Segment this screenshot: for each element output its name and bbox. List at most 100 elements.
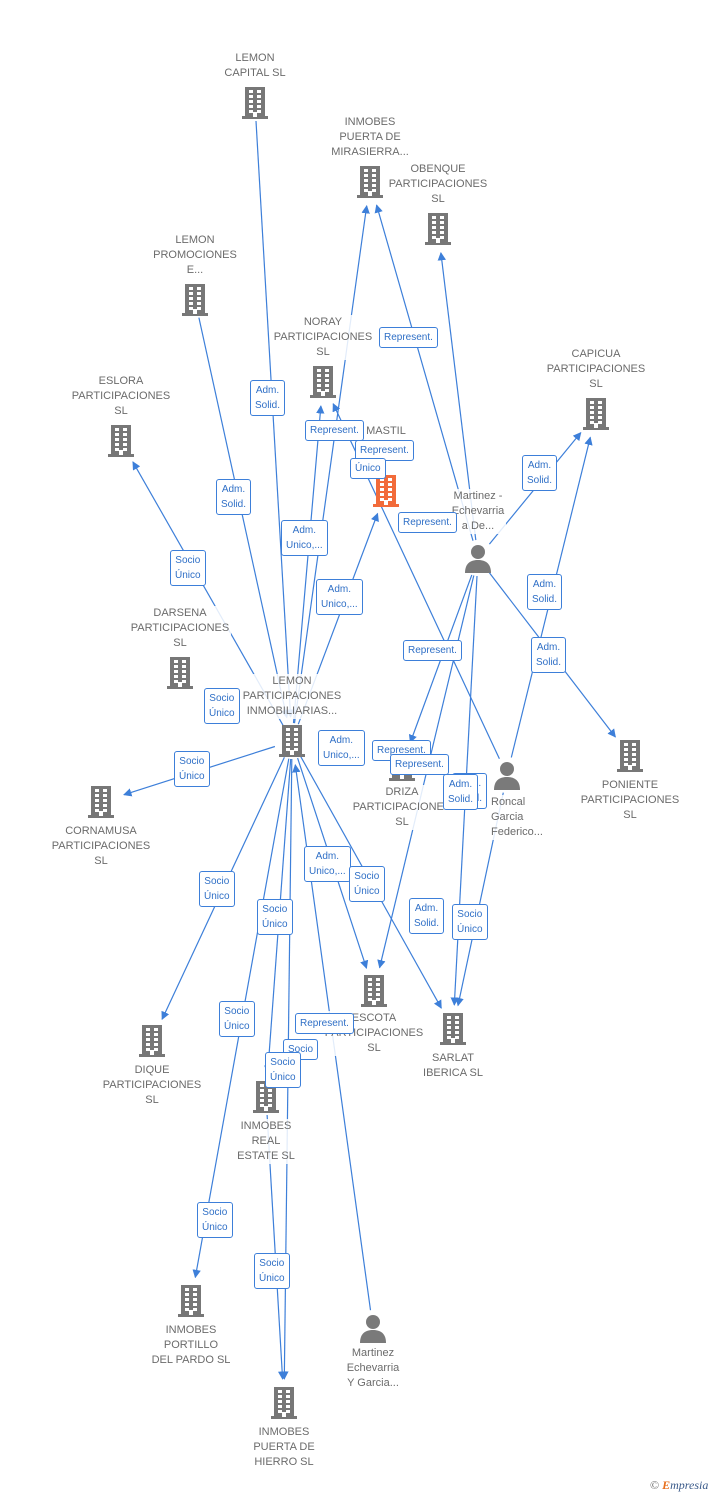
node-label-sarlat[interactable]: SARLAT IBERICA SL <box>388 1051 518 1081</box>
edge-label[interactable]: Represent. <box>390 754 449 775</box>
brand-name: mpresia <box>670 1478 709 1492</box>
node-label-dique[interactable]: DIQUE PARTICIPACIONES SL <box>87 1063 217 1108</box>
building-icon <box>167 657 193 689</box>
node-name: INMOBES REAL ESTATE SL <box>235 1119 297 1164</box>
edge-label[interactable]: Socio Único <box>199 871 235 907</box>
edge-label[interactable]: Adm. Solid. <box>531 637 567 673</box>
edge-label[interactable]: Socio Único <box>197 1202 233 1238</box>
building-icon <box>361 975 387 1007</box>
building-icon <box>425 213 451 245</box>
building-icon <box>357 166 383 198</box>
node-label-driza[interactable]: DRIZA PARTICIPACIONES SL <box>337 785 467 830</box>
person-icon <box>360 1315 386 1343</box>
edge-martinez_1-to-inmobes_mirasierra <box>374 204 474 541</box>
node-name: OBENQUE PARTICIPACIONES SL <box>386 162 490 207</box>
edge-label[interactable]: Adm. Unico,... <box>316 579 363 615</box>
edge-label[interactable]: Adm. Unico,... <box>318 730 365 766</box>
node-name: INMOBES PUERTA DE HIERRO SL <box>251 1425 317 1470</box>
edge-label[interactable]: Socio Único <box>265 1052 301 1088</box>
edge-label[interactable]: Adm. Solid. <box>250 380 286 416</box>
edge-lemon_participaciones-to-noray <box>292 405 325 724</box>
edge-label[interactable]: Adm. Solid. <box>527 574 563 610</box>
building-icon <box>440 1013 466 1045</box>
edge-label[interactable]: Socio Único <box>204 688 240 724</box>
edge-label[interactable]: Represent. <box>379 327 438 348</box>
node-label-lemon_participaciones[interactable]: LEMON PARTICIPACIONES INMOBILIARIAS... <box>227 674 357 719</box>
edge-label[interactable]: Socio Único <box>170 550 206 586</box>
edge-label[interactable]: Socio Único <box>349 866 385 902</box>
node-name: DRIZA PARTICIPACIONES SL <box>350 785 454 830</box>
building-icon <box>617 740 643 772</box>
node-martinez_2[interactable] <box>358 1313 388 1348</box>
node-name: LEMON PARTICIPACIONES INMOBILIARIAS... <box>240 674 344 719</box>
edge-lemon_capital-to-lemon_participaciones <box>255 120 295 718</box>
node-label-cornamusa[interactable]: CORNAMUSA PARTICIPACIONES SL <box>36 824 166 869</box>
node-label-lemon_promociones[interactable]: LEMON PROMOCIONES E... <box>130 233 260 278</box>
edge-label[interactable]: Socio Único <box>254 1253 290 1289</box>
node-poniente[interactable] <box>616 739 644 778</box>
node-name: Martinez - Echevarria a De... <box>449 489 507 534</box>
node-noray[interactable] <box>309 365 337 404</box>
node-name: INMOBES PORTILLO DEL PARDO SL <box>149 1323 233 1368</box>
building-icon <box>373 475 399 507</box>
node-label-roncal[interactable]: Roncal Garcia Federico... <box>489 795 619 840</box>
node-label-eslora[interactable]: ESLORA PARTICIPACIONES SL <box>56 374 186 419</box>
edge-label[interactable]: Único <box>350 458 386 479</box>
edge-label[interactable]: Socio Único <box>174 751 210 787</box>
edge-label[interactable]: Represent. <box>305 420 364 441</box>
copyright-symbol: © <box>650 1478 660 1492</box>
node-label-darsena[interactable]: DARSENA PARTICIPACIONES SL <box>115 606 245 651</box>
empresia-brand[interactable]: © Empresia <box>650 1478 708 1493</box>
node-lemon_capital[interactable] <box>241 86 269 125</box>
building-icon <box>271 1387 297 1419</box>
edge-label[interactable]: Represent. <box>295 1013 354 1034</box>
node-darsena[interactable] <box>166 656 194 695</box>
edge-label[interactable]: Socio Único <box>452 904 488 940</box>
node-label-inmobes_portillo[interactable]: INMOBES PORTILLO DEL PARDO SL <box>126 1323 256 1368</box>
node-roncal[interactable] <box>492 760 522 795</box>
node-name: CORNAMUSA PARTICIPACIONES SL <box>49 824 153 869</box>
node-label-poniente[interactable]: PONIENTE PARTICIPACIONES SL <box>565 778 695 823</box>
node-label-martinez_1[interactable]: Martinez - Echevarria a De... <box>413 489 543 534</box>
node-dique[interactable] <box>138 1024 166 1063</box>
edge-label[interactable]: Adm. Unico,... <box>281 520 328 556</box>
node-label-inmobes_mirasierra[interactable]: INMOBES PUERTA DE MIRASIERRA... <box>305 115 435 160</box>
node-label-noray[interactable]: NORAY PARTICIPACIONES SL <box>258 315 388 360</box>
node-capicua[interactable] <box>582 397 610 436</box>
building-icon <box>108 425 134 457</box>
node-inmobes_mirasierra[interactable] <box>356 165 384 204</box>
node-name: ESLORA PARTICIPACIONES SL <box>69 374 173 419</box>
building-icon <box>88 786 114 818</box>
node-label-inmobes_real[interactable]: INMOBES REAL ESTATE SL <box>201 1119 331 1164</box>
node-cornamusa[interactable] <box>87 785 115 824</box>
node-obenque[interactable] <box>424 212 452 251</box>
node-name: LEMON PROMOCIONES E... <box>151 233 239 278</box>
node-name: SARLAT IBERICA SL <box>421 1051 485 1081</box>
edge-label[interactable]: Adm. Solid. <box>443 774 479 810</box>
edge-label[interactable]: Represent. <box>403 640 462 661</box>
node-name: PONIENTE PARTICIPACIONES SL <box>578 778 682 823</box>
node-sarlat[interactable] <box>439 1012 467 1051</box>
edge-label[interactable]: Socio Único <box>257 899 293 935</box>
edge-label[interactable]: Adm. Unico,... <box>304 846 351 882</box>
node-eslora[interactable] <box>107 424 135 463</box>
edge-label[interactable]: Adm. Solid. <box>522 455 558 491</box>
edge-label[interactable]: Socio Único <box>219 1001 255 1037</box>
node-mastil[interactable] <box>372 474 400 513</box>
node-inmobes_hierro[interactable] <box>270 1386 298 1425</box>
node-martinez_1[interactable] <box>463 543 493 578</box>
brand-initial: E <box>662 1478 671 1492</box>
edge-label[interactable]: Adm. Solid. <box>216 479 252 515</box>
node-inmobes_portillo[interactable] <box>177 1284 205 1323</box>
edge-label[interactable]: Represent. <box>398 512 457 533</box>
node-escota[interactable] <box>360 974 388 1013</box>
node-lemon_participaciones[interactable] <box>278 724 306 763</box>
node-lemon_promociones[interactable] <box>181 283 209 322</box>
node-label-capicua[interactable]: CAPICUA PARTICIPACIONES SL <box>531 347 661 392</box>
node-label-lemon_capital[interactable]: LEMON CAPITAL SL <box>190 51 320 81</box>
node-label-obenque[interactable]: OBENQUE PARTICIPACIONES SL <box>373 162 503 207</box>
edge-label[interactable]: Adm. Solid. <box>409 898 445 934</box>
node-label-martinez_2[interactable]: Martinez Echevarria Y Garcia... <box>308 1346 438 1391</box>
node-inmobes_real[interactable] <box>252 1080 280 1119</box>
node-label-inmobes_hierro[interactable]: INMOBES PUERTA DE HIERRO SL <box>219 1425 349 1470</box>
